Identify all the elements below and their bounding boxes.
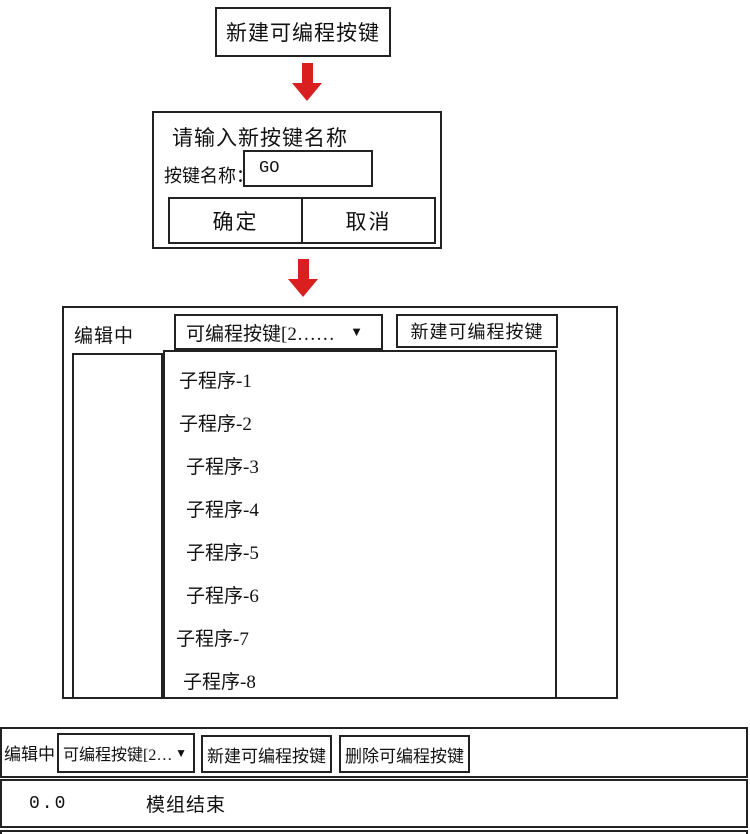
arrow-down-icon: [292, 63, 322, 101]
delete-programmable-key-button[interactable]: 删除可编程按键: [339, 735, 470, 773]
subroutine-item[interactable]: 子程序-1: [179, 371, 252, 392]
subroutine-item[interactable]: 子程序-5: [186, 543, 259, 564]
cancel-button[interactable]: 取消: [345, 209, 392, 234]
chevron-down-icon: ▼: [350, 324, 363, 339]
arrow-shaft: [297, 259, 309, 279]
arrow-head: [288, 279, 318, 297]
arrow-shaft: [301, 63, 313, 83]
subroutine-item[interactable]: 子程序-3: [186, 457, 259, 478]
bottom-toolbar: 编辑中 可编程按键[2… ▼ 新建可编程按键 删除可编程按键: [0, 727, 748, 778]
editor-panel: 编辑中 可编程按键[2…… ▼ 新建可编程按键 子程序-1 子程序-2 子程序-…: [62, 306, 618, 699]
subroutine-item[interactable]: 子程序-6: [186, 586, 259, 607]
subroutine-item[interactable]: 子程序-8: [183, 672, 256, 693]
chevron-down-icon: ▼: [175, 745, 187, 760]
ok-button[interactable]: 确定: [170, 199, 303, 242]
key-name-label: 按键名称：: [164, 166, 254, 186]
key-name-dialog: 请输入新按键名称 按键名称： GO 确定 取消: [152, 111, 442, 249]
editing-status-label: 编辑中: [74, 326, 135, 347]
new-programmable-key-button-top[interactable]: 新建可编程按键: [215, 7, 391, 57]
program-line-number: 0.0: [29, 793, 68, 814]
subroutine-dropdown-list: 子程序-1 子程序-2 子程序-3 子程序-4 子程序-5 子程序-6 子程序-…: [163, 350, 557, 699]
dialog-button-row: 确定 取消: [168, 197, 436, 244]
program-area-box: [72, 353, 163, 699]
dialog-title: 请输入新按键名称: [172, 126, 348, 150]
program-line-row-partial: [0, 830, 748, 834]
dropdown-value: 可编程按键[2……: [186, 323, 335, 345]
dropdown-value: 可编程按键[2…: [63, 747, 173, 764]
editing-status-label: 编辑中: [4, 745, 55, 764]
new-programmable-key-button[interactable]: 新建可编程按键: [201, 735, 332, 773]
new-programmable-key-button[interactable]: 新建可编程按键: [396, 314, 558, 348]
program-line-text: 模组结束: [146, 795, 227, 816]
key-name-input[interactable]: GO: [243, 150, 373, 187]
arrow-down-icon: [288, 259, 318, 297]
subroutine-item[interactable]: 子程序-7: [176, 629, 249, 650]
programmable-key-dropdown[interactable]: 可编程按键[2… ▼: [57, 733, 195, 773]
arrow-head: [292, 83, 322, 101]
subroutine-item[interactable]: 子程序-4: [186, 500, 259, 521]
subroutine-item[interactable]: 子程序-2: [179, 414, 252, 435]
programmable-key-dropdown[interactable]: 可编程按键[2…… ▼: [174, 314, 383, 350]
program-line-row[interactable]: 0.0 模组结束: [0, 779, 748, 828]
